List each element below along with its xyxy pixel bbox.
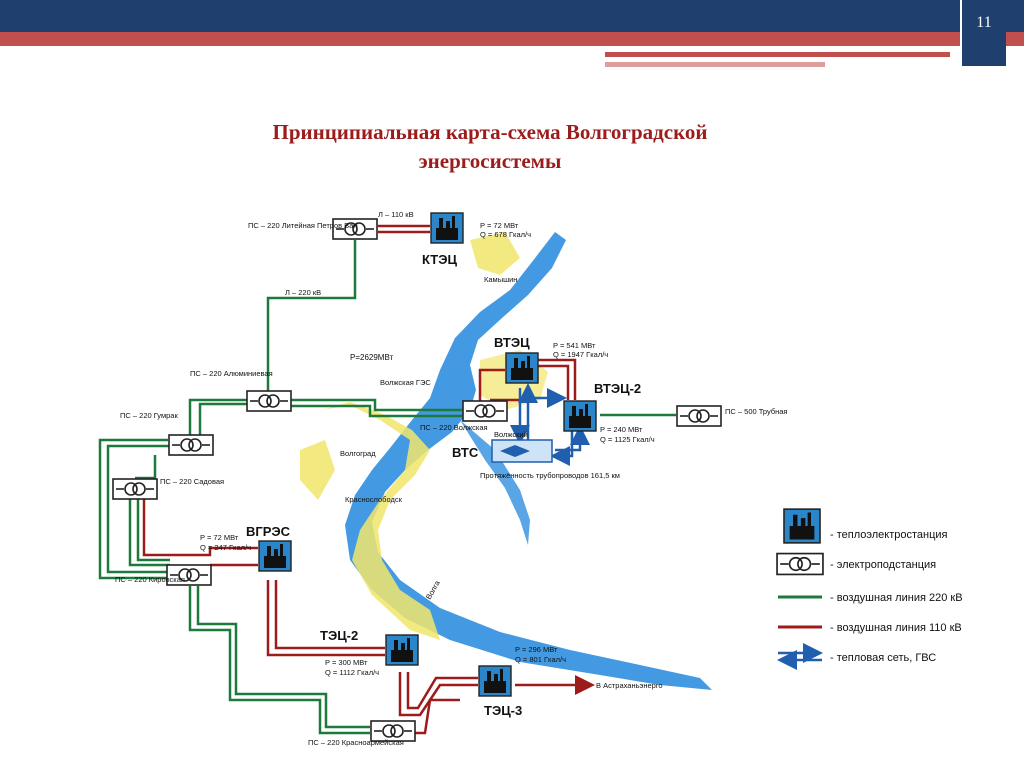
vtc-block <box>491 439 553 463</box>
legend-item-110: - воздушная линия 110 кВ <box>830 622 962 634</box>
label-vtec2-name: ВТЭЦ-2 <box>594 381 641 396</box>
lines-110kv <box>142 224 595 735</box>
substation-icon-sad <box>112 478 158 500</box>
legend-power-plant-icon <box>783 508 821 544</box>
slide-title-line2: энергосистемы <box>418 149 562 173</box>
label-tec2-p: P = 300 МВт <box>325 658 368 667</box>
label-ps-gumrak: ПС – 220 Гумрак <box>120 411 178 420</box>
power-plant-icon-vtec <box>505 352 539 384</box>
label-ps-krasnoarm: ПС – 220 Красноармейская <box>308 738 404 747</box>
label-tec2-name: ТЭЦ-2 <box>320 628 358 643</box>
label-ps-alum: ПС – 220 Алюминиевая <box>190 369 273 378</box>
label-tec3-p: P = 296 МВт <box>515 645 558 654</box>
label-ps-volzh: ПС – 220 Волжская <box>420 423 488 432</box>
power-plant-icon-vgres <box>258 540 292 572</box>
legend-item-plant: - теплоэлектростанция <box>830 529 948 541</box>
page-number: 11 <box>976 14 992 31</box>
header-stripe <box>0 32 1024 46</box>
label-tec2-q: Q = 1112 Гкал/ч <box>325 668 379 677</box>
label-pipes: Протяжённость трубопроводов 161,5 км <box>480 471 620 480</box>
legend-substation-icon <box>776 552 824 576</box>
label-ktec-q: Q = 678 Гкал/ч <box>480 230 531 239</box>
label-vtec-name: ВТЭЦ <box>494 335 530 350</box>
label-astr: В Астраханьэнерго <box>596 681 663 690</box>
label-ps500: ПС – 500 Трубная <box>725 407 788 416</box>
legend-item-220: - воздушная линия 220 кВ <box>830 592 963 604</box>
label-p-total: P=2629МВт <box>350 353 394 362</box>
label-ps-kir: ПС – 220 Кировская <box>115 575 185 584</box>
legend: - теплоэлектростанция - электроподстанци… <box>776 508 963 670</box>
label-volzh-ges: Волжская ГЭС <box>380 378 431 387</box>
slide-title-line1: Принципиальная карта-схема Волгоградской <box>272 120 708 144</box>
lines-220kv <box>98 240 676 735</box>
power-plant-icon-tec3 <box>478 665 512 697</box>
label-vgres-p: P = 72 МВт <box>200 533 239 542</box>
label-vtc-name: ВТС <box>452 445 479 460</box>
substation-icon-volzh <box>462 400 508 422</box>
label-ktec-p: P = 72 МВт <box>480 221 519 230</box>
label-vtec2-q: Q = 1125 Гкал/ч <box>600 435 655 444</box>
label-vgres-name: ВГРЭС <box>246 524 291 539</box>
label-ps-lit: ПС – 220 Литейная Петров Вал <box>248 221 358 230</box>
label-ps-sad: ПС – 220 Садовая <box>160 477 224 486</box>
label-l220: Л – 220 кВ <box>285 288 321 297</box>
substation-icon-trubnaya <box>676 405 722 427</box>
header-bar <box>0 0 1024 32</box>
substation-icon-gumrak <box>168 434 214 456</box>
label-tec3-q: Q = 801 Гкал/ч <box>515 655 566 664</box>
label-l110: Л – 110 кВ <box>378 210 414 219</box>
label-vtec-p: P = 541 МВт <box>553 341 596 350</box>
power-plant-icon-tec2 <box>385 634 419 666</box>
power-plant-icon-ktec <box>430 212 464 244</box>
label-volgograd: Волгоград <box>340 449 376 458</box>
power-plant-icon-vtec2 <box>563 400 597 432</box>
slide-title: Принципиальная карта-схема Волгоградской… <box>190 118 790 176</box>
accent-stripe <box>605 52 950 57</box>
label-vgres-q: Q = 247 Гкал/ч <box>200 543 251 552</box>
label-krasnoslob: Краснослободск <box>345 495 403 504</box>
power-plants <box>258 212 597 697</box>
label-ktec-name: КТЭЦ <box>422 252 457 267</box>
label-vtec-q: Q = 1947 Гкал/ч <box>553 350 608 359</box>
label-tec3-name: ТЭЦ-3 <box>484 703 522 718</box>
page-number-box: 11 <box>960 0 1006 66</box>
label-kamyshin: Камышин <box>484 275 517 284</box>
legend-item-heat: - тепловая сеть, ГВС <box>830 652 936 664</box>
label-volzhsky: Волжский <box>494 430 528 439</box>
label-vtec2-p: P = 240 МВт <box>600 425 643 434</box>
substation-icon-alum <box>246 390 292 412</box>
legend-item-substation: - электроподстанция <box>830 559 936 571</box>
heat-network <box>510 383 590 466</box>
label-river: Волга <box>424 578 442 601</box>
accent-stripe-light <box>605 62 825 67</box>
